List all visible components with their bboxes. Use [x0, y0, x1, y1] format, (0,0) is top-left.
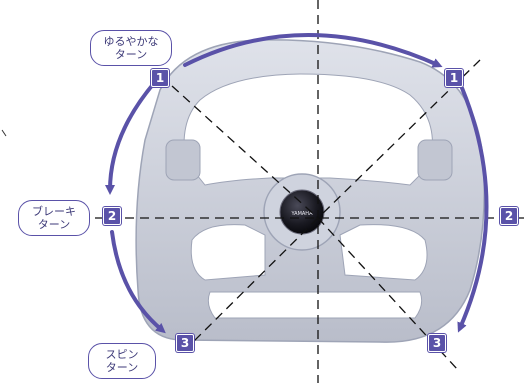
badge-gentle-right: 1: [445, 69, 463, 87]
badge-brake-left: 2: [103, 207, 121, 225]
gentle-turn-label-line2: ターン: [115, 48, 147, 61]
badge-spin-right: 3: [428, 334, 446, 352]
wheel-opening-left: [191, 225, 265, 280]
badge-gentle-left: 1: [151, 69, 169, 87]
right-grip-pad: [418, 140, 452, 180]
wheel-opening-right: [340, 225, 427, 280]
badge-spin-left: 3: [176, 334, 194, 352]
brake-turn-label-line1: ブレーキ: [32, 205, 76, 218]
spin-turn-label: スピン ターン: [88, 343, 156, 379]
brake-turn-label-line2: ターン: [38, 218, 70, 231]
gentle-turn-label: ゆるやかな ターン: [90, 30, 172, 66]
hub-logo: YAMAHA: [290, 211, 313, 217]
wheel-opening-top: [184, 74, 433, 185]
cursor-mark: [2, 130, 6, 136]
badge-brake-right: 2: [500, 207, 518, 225]
steering-wheel: YAMAHA: [136, 40, 484, 342]
spin-turn-label-line2: ターン: [106, 361, 138, 374]
spin-turn-label-line1: スピン: [106, 348, 139, 361]
left-grip-pad: [166, 140, 200, 180]
brake-turn-label: ブレーキ ターン: [18, 200, 90, 236]
gentle-turn-label-line1: ゆるやかな: [104, 35, 159, 48]
